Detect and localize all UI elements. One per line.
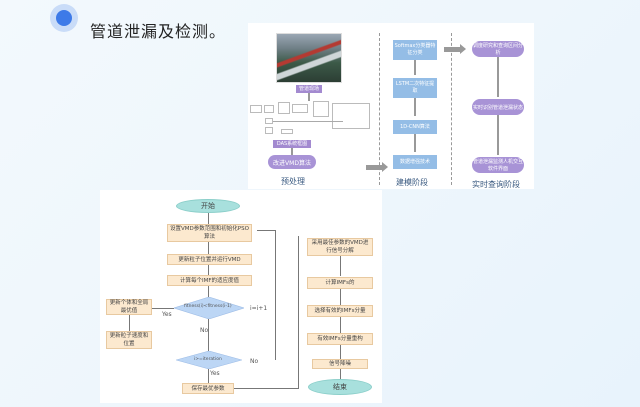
connector bbox=[291, 148, 293, 155]
stage-label: 实时查询阶段 bbox=[472, 180, 520, 189]
connector bbox=[340, 256, 341, 276]
connector bbox=[208, 286, 209, 298]
decision-text: i>=iteration bbox=[194, 357, 222, 362]
loop-line bbox=[275, 230, 276, 360]
circuit-block bbox=[281, 129, 293, 134]
connector bbox=[340, 345, 341, 359]
modeling-box: Softmax分类器特征分类 bbox=[393, 40, 437, 60]
decision-text: fitness(i)<fitness(i-1) bbox=[184, 304, 232, 309]
bullet-icon bbox=[50, 4, 78, 32]
connector bbox=[308, 93, 310, 101]
flow-step: 选择有效的IMFs分量 bbox=[307, 305, 373, 317]
decision-diamond bbox=[176, 351, 242, 369]
flowchart: 开始 设置VMD参数范围和初始化PSO算法 更新粒子位置并运行VMD 计算每个I… bbox=[100, 190, 382, 403]
stage-label: 预处理 bbox=[281, 177, 305, 186]
circuit-block bbox=[278, 102, 290, 114]
photo-label: 管道现场 bbox=[296, 85, 322, 93]
realtime-pill: 调度研究和查询区间分析 bbox=[472, 41, 524, 57]
loop-line bbox=[298, 236, 299, 389]
connector bbox=[414, 98, 416, 116]
circuit-block bbox=[292, 104, 308, 113]
connector bbox=[340, 369, 341, 380]
circuit-block bbox=[264, 105, 274, 113]
no-label: No bbox=[200, 327, 209, 334]
pipeline-diagram: 管道现场 DAS系统框图 改进VMD算法 预处理 Softmax分类器特征分类 … bbox=[248, 23, 534, 189]
realtime-pill: 实时识别管道泄漏状态 bbox=[472, 99, 524, 115]
side-step: 更新粒子速度和位置 bbox=[106, 331, 152, 349]
connector bbox=[152, 308, 174, 309]
page-title: 管道泄漏及检测。 bbox=[90, 22, 227, 41]
start-node: 开始 bbox=[176, 199, 240, 213]
connector bbox=[497, 115, 499, 155]
flow-step: 设置VMD参数范围和初始化PSO算法 bbox=[167, 224, 252, 242]
yes-label: Yes bbox=[162, 311, 172, 318]
side-step: 更新个体和全局最优值 bbox=[106, 299, 152, 315]
connector bbox=[208, 319, 209, 351]
divider bbox=[379, 33, 380, 185]
decision-diamond bbox=[174, 297, 244, 319]
pipeline-photo bbox=[276, 33, 342, 83]
circuit-block bbox=[332, 103, 370, 129]
flow-step: 有效IMFs分量重构 bbox=[307, 333, 373, 345]
modeling-box: 1D-CNN算法 bbox=[393, 120, 437, 134]
connector bbox=[208, 369, 209, 383]
increment-label: i=i+1 bbox=[250, 305, 268, 312]
yes-label: Yes bbox=[210, 370, 220, 377]
circuit-block bbox=[313, 101, 329, 117]
connector bbox=[208, 213, 209, 224]
arrow bbox=[444, 44, 466, 54]
flow-step: 计算每个IMF的适应度值 bbox=[167, 275, 252, 286]
circuit-block bbox=[265, 118, 273, 124]
flow-step: 更新粒子位置并运行VMD bbox=[167, 254, 252, 265]
connector bbox=[497, 57, 499, 97]
connector bbox=[414, 60, 416, 75]
flow-step: 计算IMFs的 bbox=[307, 277, 373, 289]
circuit-block bbox=[265, 127, 273, 134]
save-step: 保存最优参数 bbox=[182, 383, 234, 394]
circuit-block bbox=[250, 105, 262, 113]
realtime-pill: 管道泄漏监测人机交互软件界面 bbox=[472, 157, 524, 173]
connector bbox=[129, 315, 130, 331]
flow-step: 采用最佳参数的VMD进行信号分解 bbox=[307, 238, 373, 256]
loop-line bbox=[257, 230, 276, 231]
modeling-box: LSTM二次特征提取 bbox=[393, 78, 437, 98]
connector bbox=[208, 265, 209, 275]
connector bbox=[414, 134, 416, 152]
loop-line bbox=[234, 388, 298, 389]
divider bbox=[451, 33, 452, 185]
end-node: 结束 bbox=[308, 379, 372, 395]
modeling-box: 数据增强技术 bbox=[393, 155, 437, 169]
stage-label: 建模阶段 bbox=[396, 178, 428, 187]
circuit-wire bbox=[273, 121, 343, 122]
connector bbox=[208, 242, 209, 254]
no-label: No bbox=[250, 358, 259, 365]
vmd-pill: 改进VMD算法 bbox=[268, 155, 316, 169]
flow-step: 信号降噪 bbox=[312, 359, 368, 369]
connector bbox=[340, 317, 341, 333]
arrow bbox=[366, 162, 388, 172]
connector bbox=[340, 289, 341, 305]
das-label: DAS系统框图 bbox=[273, 140, 311, 148]
